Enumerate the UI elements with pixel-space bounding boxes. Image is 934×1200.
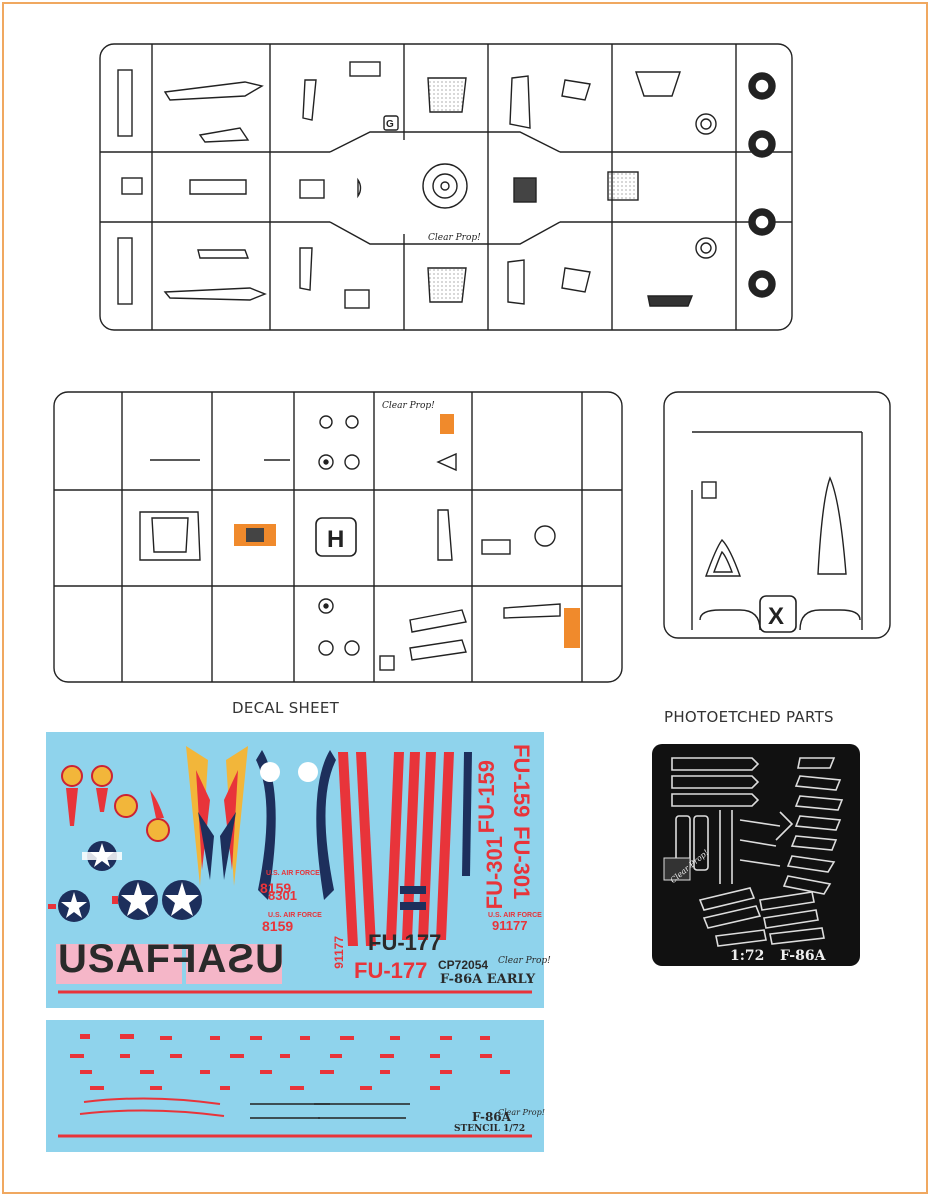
decal-kit-code: CP72054: [438, 958, 489, 972]
decal-serial-91177-a: 91177: [492, 918, 528, 933]
sprue-letter-x: X: [768, 603, 784, 630]
sprue-x: [663, 391, 891, 639]
decal-us-air-force-a: U.S. AIR FORCE: [266, 870, 320, 877]
decal-usaf-right: USAF: [171, 937, 284, 981]
decal-serial-8159-a: 8159: [260, 880, 292, 896]
sprue-h: [53, 391, 623, 683]
decal-code-fu301-a: FU-301: [482, 836, 507, 910]
decal-code-fu159-a: FU-159: [474, 760, 499, 834]
red-stripe-group: [338, 752, 454, 946]
decal-us-air-force-c: U.S. AIR FORCE: [488, 912, 542, 919]
decal-code-fu159-b: FU-159: [509, 744, 534, 818]
decal-sheet-stencil: [46, 1020, 544, 1152]
decal-usaf-left: USAF: [58, 937, 171, 981]
photoetch-scale: 1:72: [730, 948, 765, 964]
sprue-letter-g: G: [386, 119, 394, 130]
decal-code-fu301-b: FU-301: [509, 826, 534, 900]
decal-title: F-86A EARLY: [440, 972, 536, 987]
roundel-group: [48, 841, 202, 922]
logo-mark-sprue-h: Clear Prop!: [382, 401, 435, 411]
decal-sheet-label: DECAL SHEET: [232, 699, 340, 717]
stencil-logo: Clear Prop!: [498, 1108, 545, 1117]
photoetched-parts-label: PHOTOETCHED PARTS: [664, 708, 834, 726]
logo-mark-top: Clear Prop!: [428, 233, 481, 243]
stencil-subtitle: STENCIL 1/72: [454, 1124, 526, 1134]
decal-serial-8301: 8301: [268, 888, 297, 903]
decal-code-fu177-b: FU-177: [354, 958, 428, 983]
photoetch-fret: [652, 744, 860, 966]
decal-us-air-force-b: U.S. AIR FORCE: [268, 912, 322, 919]
stencil-title: F-86A: [472, 1110, 511, 1124]
decal-serial-8159-b: 8159: [262, 918, 294, 934]
sprue-letter-h: H: [327, 526, 344, 553]
decal-code-fu177-a: FU-177: [368, 930, 442, 955]
decal-logo-main: Clear Prop!: [498, 956, 551, 966]
decal-sheet-main: [46, 732, 544, 1008]
decal-serial-91177-b: 91177: [332, 936, 346, 969]
photoetch-model: F-86A: [780, 948, 826, 964]
sprue-top: [99, 43, 793, 331]
